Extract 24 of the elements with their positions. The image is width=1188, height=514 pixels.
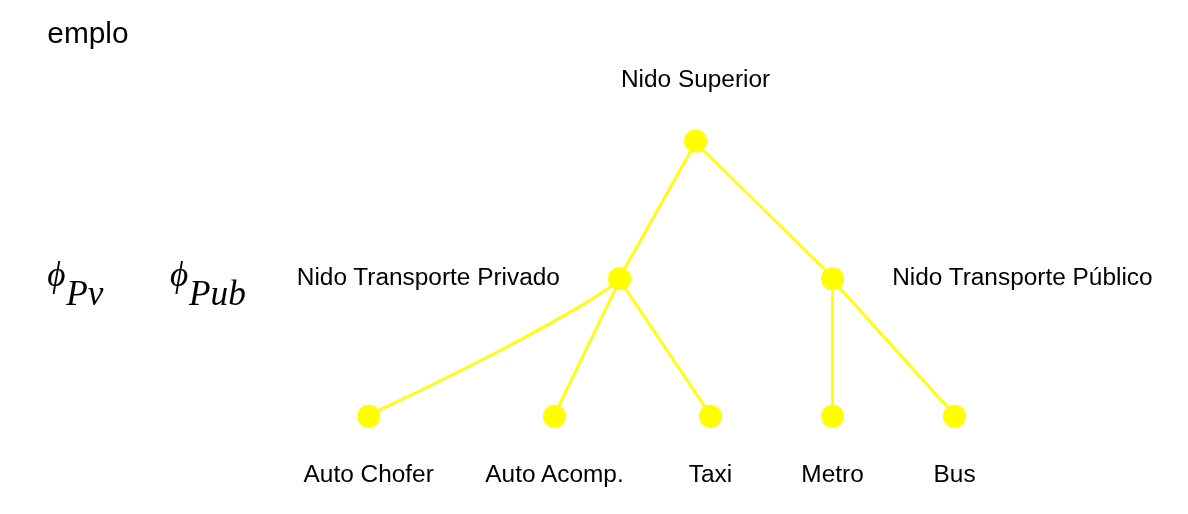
node-label: Bus bbox=[933, 459, 976, 487]
node-label: Auto Chofer bbox=[303, 459, 434, 487]
node-circle bbox=[942, 404, 966, 428]
connector bbox=[837, 286, 948, 408]
node-label: Nido Superior bbox=[620, 65, 770, 93]
node-label: Nido Transporte Privado bbox=[296, 262, 560, 290]
node-label: Nido Transporte Público bbox=[891, 262, 1153, 290]
diagram-title: emplo bbox=[46, 15, 129, 49]
node-circle bbox=[607, 267, 631, 291]
node-label: Taxi bbox=[688, 459, 732, 487]
node-circle bbox=[356, 404, 380, 428]
node-circle bbox=[683, 129, 707, 153]
connector bbox=[377, 285, 612, 412]
connector bbox=[830, 289, 834, 406]
connector bbox=[557, 288, 617, 407]
node-circle bbox=[820, 267, 844, 291]
node-circle bbox=[542, 404, 566, 428]
node-label: Auto Acomp. bbox=[484, 459, 624, 487]
node-circle bbox=[698, 404, 722, 428]
node-circle bbox=[820, 404, 844, 428]
connector bbox=[622, 150, 692, 270]
connector bbox=[623, 287, 706, 408]
connector bbox=[701, 148, 826, 272]
node-label: Metro bbox=[800, 459, 864, 487]
